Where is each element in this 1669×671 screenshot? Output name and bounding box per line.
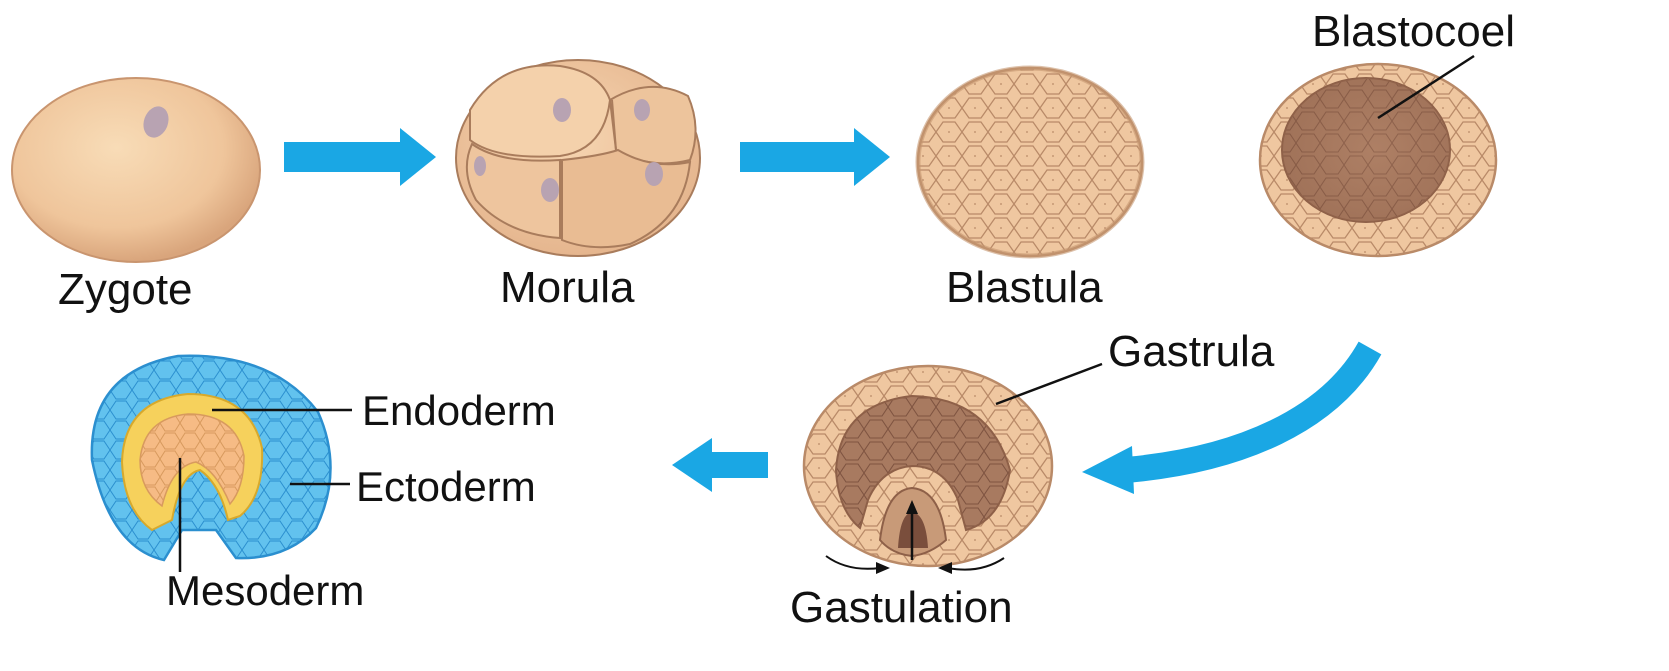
- morula-label: Morula: [500, 266, 635, 310]
- blastocoel-label: Blastocoel: [1312, 10, 1515, 54]
- zygote-label: Zygote: [58, 268, 193, 312]
- germ-layers-illustration: [92, 356, 331, 560]
- endoderm-label: Endoderm: [362, 390, 556, 432]
- arrow-zygote-to-morula: [284, 128, 436, 186]
- mesoderm-label: Mesoderm: [166, 570, 364, 612]
- blastocoel-section-illustration: [1260, 64, 1496, 256]
- gastulation-label: Gastulation: [790, 586, 1013, 630]
- blastula-label: Blastula: [946, 266, 1103, 310]
- zygote-illustration: [12, 78, 260, 262]
- ectoderm-label: Ectoderm: [356, 466, 536, 508]
- morula-illustration: [456, 60, 700, 256]
- arrow-morula-to-blastula: [740, 128, 890, 186]
- gastrula-pointer-line: [996, 364, 1102, 404]
- blastula-illustration: [918, 68, 1142, 256]
- arrow-gastrula-to-layers: [672, 438, 768, 492]
- gastrula-label: Gastrula: [1108, 330, 1274, 374]
